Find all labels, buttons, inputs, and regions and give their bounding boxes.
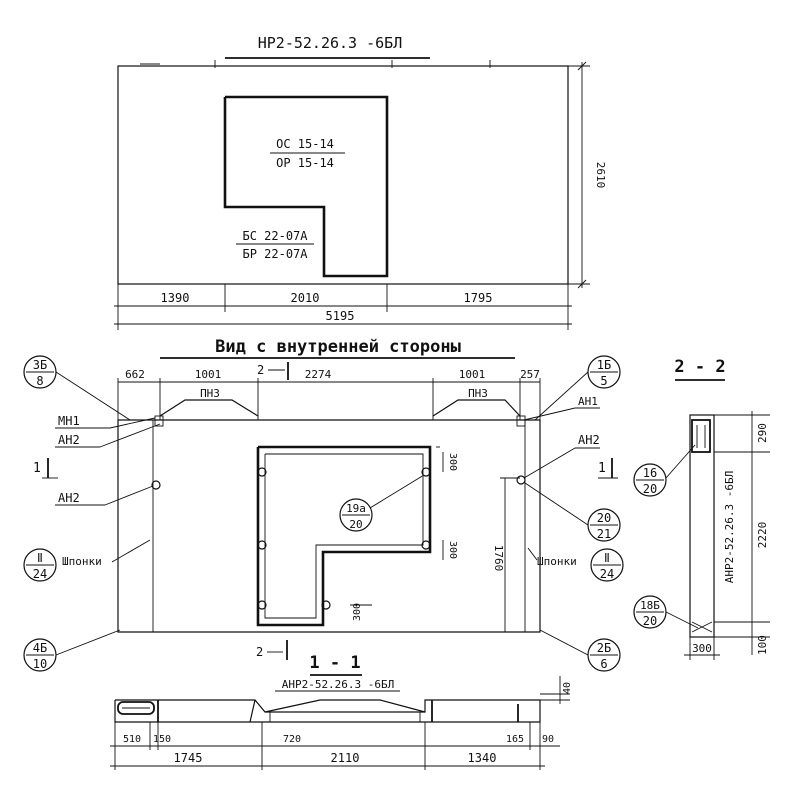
- svg-text:5: 5: [600, 374, 607, 388]
- opening-label-top: ОС 15-14: [276, 137, 334, 151]
- interior-opening: [256, 445, 432, 627]
- window-opening: [223, 95, 389, 278]
- section-1-1-title: 1 - 1: [309, 653, 360, 673]
- dim-150: 150: [153, 734, 171, 745]
- svg-text:1Б: 1Б: [597, 358, 611, 372]
- section-2-2-title: 2 - 2: [674, 357, 725, 377]
- shponki-left-label: Шпонки: [62, 555, 102, 568]
- anchor-plate-left: [154, 415, 164, 427]
- svg-text:20: 20: [643, 482, 657, 496]
- opening-label-bottom: ОР 15-14: [276, 156, 334, 170]
- dim-165: 165: [506, 734, 524, 745]
- svg-text:19а: 19а: [346, 502, 366, 515]
- dim-2220: 2220: [756, 522, 769, 549]
- dim-510: 510: [123, 734, 141, 745]
- svg-text:24: 24: [600, 567, 614, 581]
- callout-3b-8: 3Б 8: [23, 355, 131, 421]
- interior-view: Вид с внутренней стороны 662 1001 2274 1…: [23, 337, 624, 672]
- section-2-top-label: 2: [257, 363, 264, 377]
- section-2-2-outline: [689, 414, 715, 638]
- dim-100: 100: [756, 635, 769, 655]
- svg-text:21: 21: [597, 527, 611, 541]
- lower-label-bottom: БР 22-07А: [242, 247, 308, 261]
- svg-text:4Б: 4Б: [33, 641, 47, 655]
- callout-1b-5: 1Б 5: [534, 355, 621, 421]
- dim-720: 720: [283, 734, 301, 745]
- callout-16-20: 16 20: [633, 444, 696, 497]
- svg-text:6: 6: [600, 657, 607, 671]
- interior-view-title: Вид с внутренней стороны: [215, 337, 461, 357]
- dim-40: 40: [562, 682, 573, 694]
- height-dimension: 2610: [594, 162, 607, 189]
- mn1-label: МН1: [58, 414, 80, 428]
- callout-4b-10: 4Б 10: [23, 629, 121, 672]
- dim-2010: 2010: [291, 291, 320, 305]
- callout-18b-20: 18Б 20: [633, 595, 699, 629]
- dim-662: 662: [125, 368, 145, 381]
- an2-left-top-label: АН2: [58, 433, 80, 447]
- svg-text:20: 20: [597, 511, 611, 525]
- dim-1760: 1760: [492, 545, 505, 572]
- section-1-left: 1: [33, 461, 41, 476]
- callout-ii-24-right: Ⅱ 24: [590, 548, 624, 582]
- callout-20-21: 20 21: [524, 482, 621, 542]
- dim-1390: 1390: [161, 291, 190, 305]
- an2-left-mid-label: АН2: [58, 491, 80, 505]
- dim-290: 290: [756, 423, 769, 443]
- callout-19a-20: 19а 20: [339, 474, 425, 532]
- pn-right-label: ПНЗ: [468, 387, 488, 400]
- dim-300-b: 300: [447, 541, 458, 559]
- dim-5195: 5195: [326, 309, 355, 323]
- dim-300-a: 300: [447, 453, 458, 471]
- dim-1745: 1745: [174, 751, 203, 765]
- dim-1001-right: 1001: [459, 368, 486, 381]
- top-view: НР2-52.26.3 -6БЛ ОС 15-14 ОР 15-14 БС 22…: [114, 34, 607, 330]
- svg-text:18Б: 18Б: [640, 599, 660, 612]
- dim-1340: 1340: [468, 751, 497, 765]
- anchor-plate-right: [516, 415, 526, 427]
- section-2-2: 2 - 2 АНР2-52.26.3 -6БЛ 290 2220 100 300…: [633, 357, 770, 660]
- lifting-loop-right: [432, 399, 521, 417]
- lower-label-top: БС 22-07А: [242, 229, 308, 243]
- pn-left-label: ПНЗ: [200, 387, 220, 400]
- svg-text:20: 20: [349, 518, 362, 531]
- panel-outline: [117, 65, 569, 285]
- callout-2b-6: 2Б 6: [539, 629, 621, 672]
- section-1-1: 1 - 1 АНР2-52.26.3 -6БЛ 40 510 150 720 1…: [110, 653, 573, 770]
- svg-text:3Б: 3Б: [33, 358, 47, 372]
- dim-1795: 1795: [464, 291, 493, 305]
- svg-text:8: 8: [36, 374, 43, 388]
- dim-2110: 2110: [331, 751, 360, 765]
- an1-right-label: АН1: [578, 395, 598, 408]
- section-2-2-mark: АНР2-52.26.3 -6БЛ: [723, 471, 736, 584]
- section-1-1-outline: [114, 699, 541, 723]
- svg-text:Ⅱ: Ⅱ: [37, 551, 43, 565]
- shponki-right-label: Шпонки: [537, 555, 577, 568]
- svg-text:10: 10: [33, 657, 47, 671]
- svg-text:2Б: 2Б: [597, 641, 611, 655]
- dim-90: 90: [542, 734, 554, 745]
- dim-300-width: 300: [692, 642, 712, 655]
- callout-ii-24-left: Ⅱ 24: [23, 548, 57, 582]
- interior-panel-outline: [117, 419, 541, 633]
- svg-text:16: 16: [643, 466, 657, 480]
- lifting-loop-left: [159, 399, 259, 417]
- an2-right-mid-label: АН2: [578, 433, 600, 447]
- dim-2274: 2274: [305, 368, 332, 381]
- section-2-bottom-label: 2: [256, 645, 263, 659]
- top-view-mark: НР2-52.26.3 -6БЛ: [258, 34, 403, 52]
- section-1-1-mark: АНР2-52.26.3 -6БЛ: [282, 678, 395, 691]
- dim-1001-left: 1001: [195, 368, 222, 381]
- dim-257: 257: [520, 368, 540, 381]
- dim-300-c: 300: [352, 603, 363, 621]
- svg-text:20: 20: [643, 614, 657, 628]
- svg-text:Ⅱ: Ⅱ: [604, 551, 610, 565]
- section-1-right: 1: [598, 461, 606, 476]
- svg-text:24: 24: [33, 567, 47, 581]
